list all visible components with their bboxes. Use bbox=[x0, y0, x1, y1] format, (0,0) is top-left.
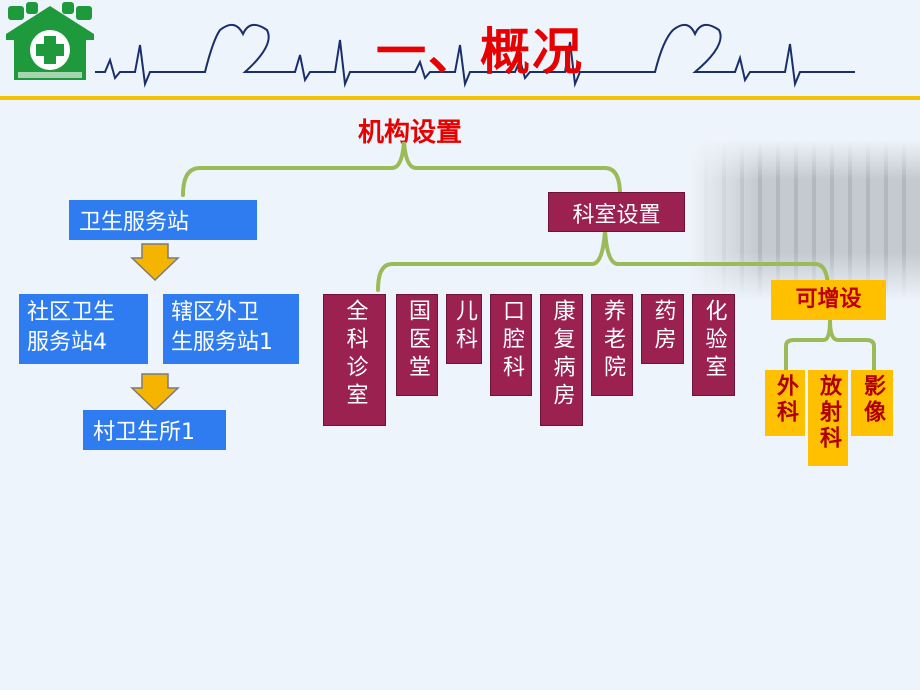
optional-department-box: 外科 bbox=[765, 370, 805, 436]
departments-box: 科室设置 bbox=[548, 192, 685, 232]
department-box: 全科诊室 bbox=[323, 294, 386, 426]
diagram-subtitle: 机构设置 bbox=[357, 118, 462, 148]
department-box: 口腔科 bbox=[490, 294, 532, 396]
arrow-down-icon bbox=[130, 373, 180, 412]
optional-department-label: 放射科 bbox=[816, 374, 841, 452]
department-label: 药房 bbox=[650, 299, 676, 355]
community-station-box: 社区卫生 服务站4 bbox=[19, 294, 148, 364]
outer-station-line1: 辖区外卫 bbox=[171, 300, 260, 325]
optional-department-box: 放射科 bbox=[808, 370, 848, 466]
building-photo bbox=[690, 140, 920, 300]
optional-box: 可增设 bbox=[771, 280, 886, 320]
community-station-line1: 社区卫生 bbox=[27, 300, 116, 325]
department-label: 国医堂 bbox=[405, 299, 430, 383]
station-box: 卫生服务站 bbox=[69, 200, 257, 240]
department-label: 儿科 bbox=[452, 299, 477, 355]
title-underline bbox=[0, 96, 920, 100]
department-box: 养老院 bbox=[591, 294, 633, 396]
department-box: 国医堂 bbox=[396, 294, 438, 396]
optional-department-label: 外科 bbox=[773, 374, 798, 426]
heartbeat-line bbox=[95, 23, 855, 88]
arrow-down-icon bbox=[130, 243, 180, 282]
hospital-logo bbox=[0, 0, 100, 82]
community-station-line2: 服务站4 bbox=[27, 330, 107, 355]
outer-station-line2: 生服务站1 bbox=[171, 330, 273, 355]
department-label: 养老院 bbox=[600, 299, 625, 383]
department-box: 药房 bbox=[641, 294, 684, 364]
department-bracket bbox=[376, 229, 830, 292]
outer-station-box: 辖区外卫 生服务站1 bbox=[163, 294, 299, 364]
page-title: 一、概况 bbox=[376, 23, 584, 81]
village-clinic-box: 村卫生所1 bbox=[83, 410, 226, 450]
department-label: 全科诊室 bbox=[342, 299, 368, 411]
optional-bracket bbox=[784, 319, 876, 372]
optional-department-label: 影像 bbox=[860, 374, 885, 426]
optional-department-box: 影像 bbox=[851, 370, 893, 436]
department-box: 儿科 bbox=[446, 294, 482, 364]
top-bracket bbox=[181, 141, 622, 197]
department-box: 康复病房 bbox=[540, 294, 583, 426]
department-box: 化验室 bbox=[692, 294, 735, 396]
department-label: 化验室 bbox=[701, 299, 727, 383]
department-label: 口腔科 bbox=[499, 299, 524, 383]
department-label: 康复病房 bbox=[549, 299, 575, 411]
